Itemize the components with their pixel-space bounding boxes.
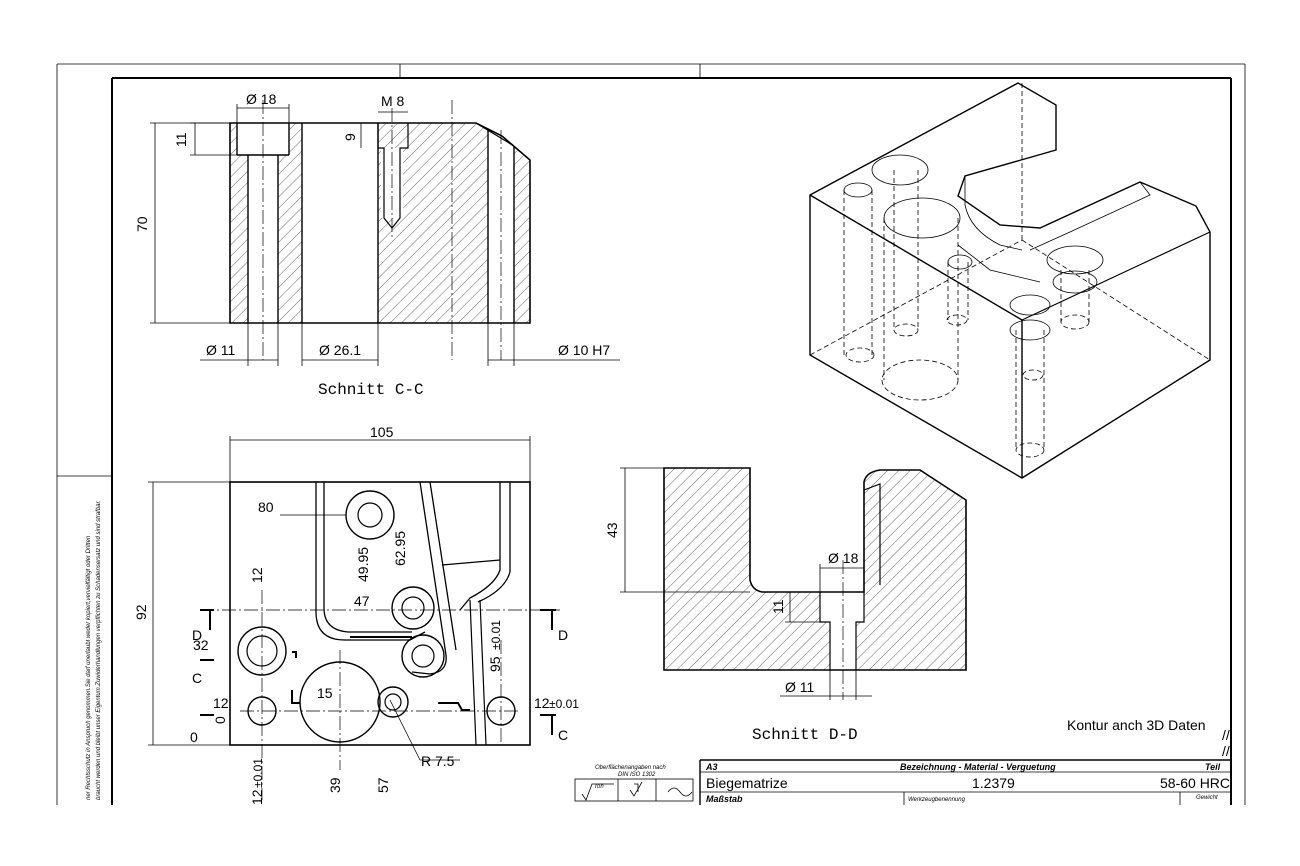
- dim-top-47: 47: [354, 593, 370, 609]
- dim-cc-h9: 9: [342, 133, 358, 141]
- dim-top-32: 32: [193, 637, 209, 653]
- dim-cc-h11: 11: [173, 132, 189, 147]
- section-cc-view: [150, 100, 620, 366]
- section-mark-d-left: D: [192, 627, 202, 643]
- slash-mark-2: //: [1222, 743, 1230, 759]
- section-dd-view: [620, 467, 967, 700]
- dim-cc-h70: 70: [134, 216, 150, 232]
- sheet-frame: [56, 63, 1246, 805]
- tb-gewicht-label: Gewicht: [1196, 795, 1218, 801]
- surface-roh: roh: [595, 784, 604, 790]
- top-view: [148, 436, 560, 800]
- surface-finish-box: [574, 778, 694, 802]
- dim-top-h92: 92: [133, 604, 149, 620]
- dim-top-12-bottom-tol: ±0.01: [251, 758, 265, 788]
- section-dd-title: Schnitt D-D: [752, 726, 858, 744]
- dim-top-80: 80: [258, 499, 274, 515]
- dim-top-0-left: 0: [212, 716, 228, 724]
- dim-top-12-bottom: 12: [249, 789, 265, 805]
- tb-massstab-label: Maßstab: [706, 794, 743, 804]
- dim-cc-d26: Ø 26.1: [319, 342, 361, 358]
- dim-dd-d18: Ø 18: [828, 550, 859, 566]
- svg-text:ner Rechtsschutz in Anspruch g: ner Rechtsschutz in Anspruch genommen.Si…: [86, 535, 92, 800]
- dim-top-0-bottom: 0: [190, 729, 198, 745]
- dim-dd-h11: 11: [770, 599, 786, 614]
- dim-cc-d10h7: Ø 10 H7: [558, 342, 610, 358]
- tb-format: A3: [705, 762, 718, 772]
- dim-dd-d11: Ø 11: [785, 679, 815, 695]
- svg-text:braucht werden und bleibt unse: braucht werden und bleibt unser Eigentum…: [96, 500, 102, 800]
- dim-top-15: 15: [317, 685, 333, 701]
- section-mark-c-left: C: [192, 670, 202, 686]
- section-mark-c-right: C: [558, 727, 568, 743]
- tb-werkzeug-label: Werkzeugbenennung: [908, 797, 966, 803]
- tb-hardness: 58-60 HRC: [1160, 775, 1230, 791]
- dim-top-12-left: 12: [213, 695, 229, 711]
- dim-top-57: 57: [375, 777, 391, 793]
- side-note: ner Rechtsschutz in Anspruch genommen.Si…: [86, 500, 102, 800]
- dim-top-39: 39: [327, 777, 343, 793]
- surface-note-2: DIN ISO 1302: [618, 772, 656, 778]
- section-cc-title: Schnitt C-C: [318, 381, 424, 399]
- slash-mark: //: [1222, 727, 1230, 743]
- tb-header: Bezeichnung - Material - Verguetung: [900, 762, 1056, 772]
- dim-top-95-tol: ±0.01: [489, 620, 503, 650]
- dim-dd-h43: 43: [604, 522, 620, 538]
- dim-top-r75: R 7.5: [421, 753, 455, 769]
- dim-cc-m8: M 8: [381, 93, 405, 109]
- dim-cc-d18: Ø 18: [246, 91, 277, 107]
- title-block: [699, 759, 1231, 805]
- dim-top-12-right-tol: ±0.01: [549, 697, 579, 711]
- tb-material: 1.2379: [972, 775, 1015, 791]
- iso-3d-view: [809, 82, 1211, 479]
- surface-note-1: Oberflächenangaben nach: [595, 765, 666, 771]
- dim-top-4995: 49.95: [355, 547, 371, 582]
- dim-top-12-top: 12: [249, 567, 265, 583]
- dim-top-6295: 62.95: [392, 531, 408, 566]
- tb-teil-label: Teil: [1205, 762, 1221, 772]
- dim-top-12-right: 12: [534, 695, 550, 711]
- section-mark-d-right: D: [558, 627, 568, 643]
- dim-cc-d11: Ø 11: [206, 342, 236, 358]
- dim-top-w105: 105: [370, 424, 394, 440]
- tb-part-name: Biegematrize: [706, 775, 788, 791]
- dim-top-95: 95: [487, 656, 503, 672]
- contour-note: Kontur anch 3D Daten: [1067, 717, 1206, 733]
